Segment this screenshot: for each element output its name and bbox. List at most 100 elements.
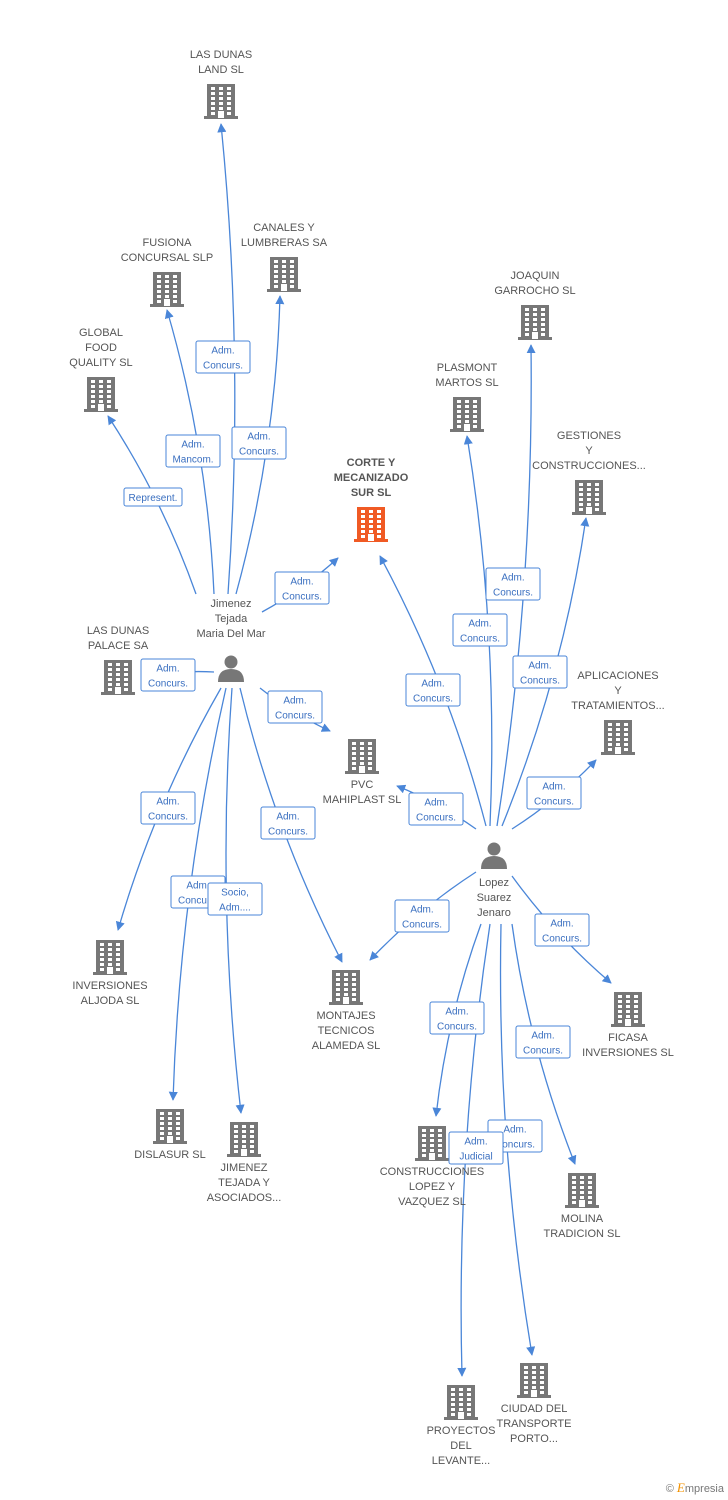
node-label-line: ALAMEDA SL	[312, 1040, 380, 1052]
node-label-line: JOAQUIN	[511, 270, 560, 282]
relation-label[interactable]: Adm.Concurs.	[405, 673, 461, 707]
node-label-line: PLASMONT	[437, 362, 498, 374]
person-icon	[481, 842, 507, 869]
node-label-line: FICASA	[608, 1032, 648, 1044]
node-label-line: CONSTRUCCIONES	[380, 1166, 485, 1178]
node-label-line: APLICACIONES	[577, 670, 658, 682]
relation-text-line: Represent.	[129, 493, 178, 504]
building-icon	[354, 507, 388, 542]
relation-label[interactable]: Represent.	[123, 487, 183, 507]
relation-text-line: Concurs.	[542, 934, 582, 945]
node-label-line: GARROCHO SL	[494, 285, 575, 297]
relation-text-line: Adm.	[468, 619, 491, 630]
node-label-line: MARTOS SL	[435, 377, 498, 389]
relation-label[interactable]: Adm.Concurs.	[429, 1001, 485, 1035]
company-node-joaquin[interactable]: JOAQUIN GARROCHO SL	[494, 270, 576, 340]
relation-label[interactable]: Adm.Concurs.	[140, 658, 196, 692]
relation-text: Adm.Concurs.	[493, 573, 533, 599]
relation-label[interactable]: Adm.Concurs.	[140, 791, 196, 825]
node-label-line: LUMBRERAS SA	[241, 237, 328, 249]
relation-text: Adm.Concurs.	[523, 1031, 563, 1057]
node-label-line: Jenaro	[477, 907, 511, 919]
relation-label[interactable]: Adm.Concurs.	[515, 1025, 571, 1059]
relation-label[interactable]: Adm.Concurs.	[394, 899, 450, 933]
node-label-line: LAND SL	[198, 64, 244, 76]
brand-initial: E	[676, 1480, 685, 1495]
building-icon	[329, 970, 363, 1005]
building-icon	[611, 992, 645, 1027]
building-icon	[267, 257, 301, 292]
building-icon	[204, 84, 238, 119]
building-icon	[601, 720, 635, 755]
relation-label[interactable]: Adm.Mancom.	[165, 434, 221, 468]
company-node-dunas_palace[interactable]: LAS DUNAS PALACE SA	[87, 625, 149, 695]
relation-text-line: Concurs.	[534, 797, 574, 808]
node-label-line: QUALITY SL	[69, 357, 132, 369]
node-label-line: CONCURSAL SLP	[121, 252, 214, 264]
relation-label[interactable]: Adm.Concurs.	[274, 571, 330, 605]
relation-label[interactable]: Adm.Judicial	[448, 1131, 504, 1165]
relation-text-line: Concurs.	[203, 361, 243, 372]
node-label-line: CONSTRUCCIONES...	[532, 460, 646, 472]
relation-label[interactable]: Adm.Concurs.	[195, 340, 251, 374]
building-icon	[345, 739, 379, 774]
company-node-dislasur[interactable]: DISLASUR SL	[134, 1109, 206, 1161]
company-node-plasmont[interactable]: PLASMONT MARTOS SL	[435, 362, 499, 432]
relation-text: Adm.Concurs.	[275, 696, 315, 722]
relation-text-line: Concurs.	[148, 812, 188, 823]
relation-text-line: Concurs.	[460, 634, 500, 645]
relation-label[interactable]: Adm.Concurs.	[231, 426, 287, 460]
relation-label[interactable]: Adm.Concurs.	[526, 776, 582, 810]
relation-text: Adm.Judicial	[459, 1137, 492, 1163]
relation-label[interactable]: Adm.Concurs.	[267, 690, 323, 724]
node-label-line: LEVANTE...	[432, 1455, 490, 1467]
relation-label[interactable]: Adm.Concurs.	[408, 792, 464, 826]
node-label-line: LAS DUNAS	[87, 625, 149, 637]
relation-label[interactable]: Adm.Concurs.	[485, 567, 541, 601]
copyright-symbol: ©	[665, 1483, 674, 1495]
relation-label[interactable]: Adm. Concurs.	[452, 613, 508, 647]
node-label-line: SUR SL	[351, 487, 392, 499]
relation-text: Adm.Concurs.	[203, 346, 243, 372]
relation-text: Adm. Concurs.	[460, 619, 500, 645]
company-node-ficasa[interactable]: FICASA INVERSIONES SL	[582, 992, 674, 1059]
node-label-line: ASOCIADOS...	[207, 1192, 282, 1204]
node-label-line: JIMENEZ	[220, 1162, 267, 1174]
building-icon	[444, 1385, 478, 1420]
relation-text: Adm.Concurs.	[282, 577, 322, 603]
node-label-line: TRADICION SL	[543, 1228, 620, 1240]
relation-label[interactable]: Adm.Concurs.	[260, 806, 316, 840]
node-label-line: PALACE SA	[88, 640, 149, 652]
relation-text-line: Mancom.	[172, 455, 213, 466]
relation-label[interactable]: Adm.Concurs.	[512, 655, 568, 689]
empresia-watermark: © Empresia	[666, 1480, 724, 1496]
node-label-line: INVERSIONES SL	[582, 1047, 674, 1059]
relation-label[interactable]: Socio,Adm....	[207, 882, 263, 916]
relation-label[interactable]: Adm.Concurs.	[534, 913, 590, 947]
relation-text: Adm.Concurs.	[413, 679, 453, 705]
relation-text: Adm.Concurs.	[520, 661, 560, 687]
